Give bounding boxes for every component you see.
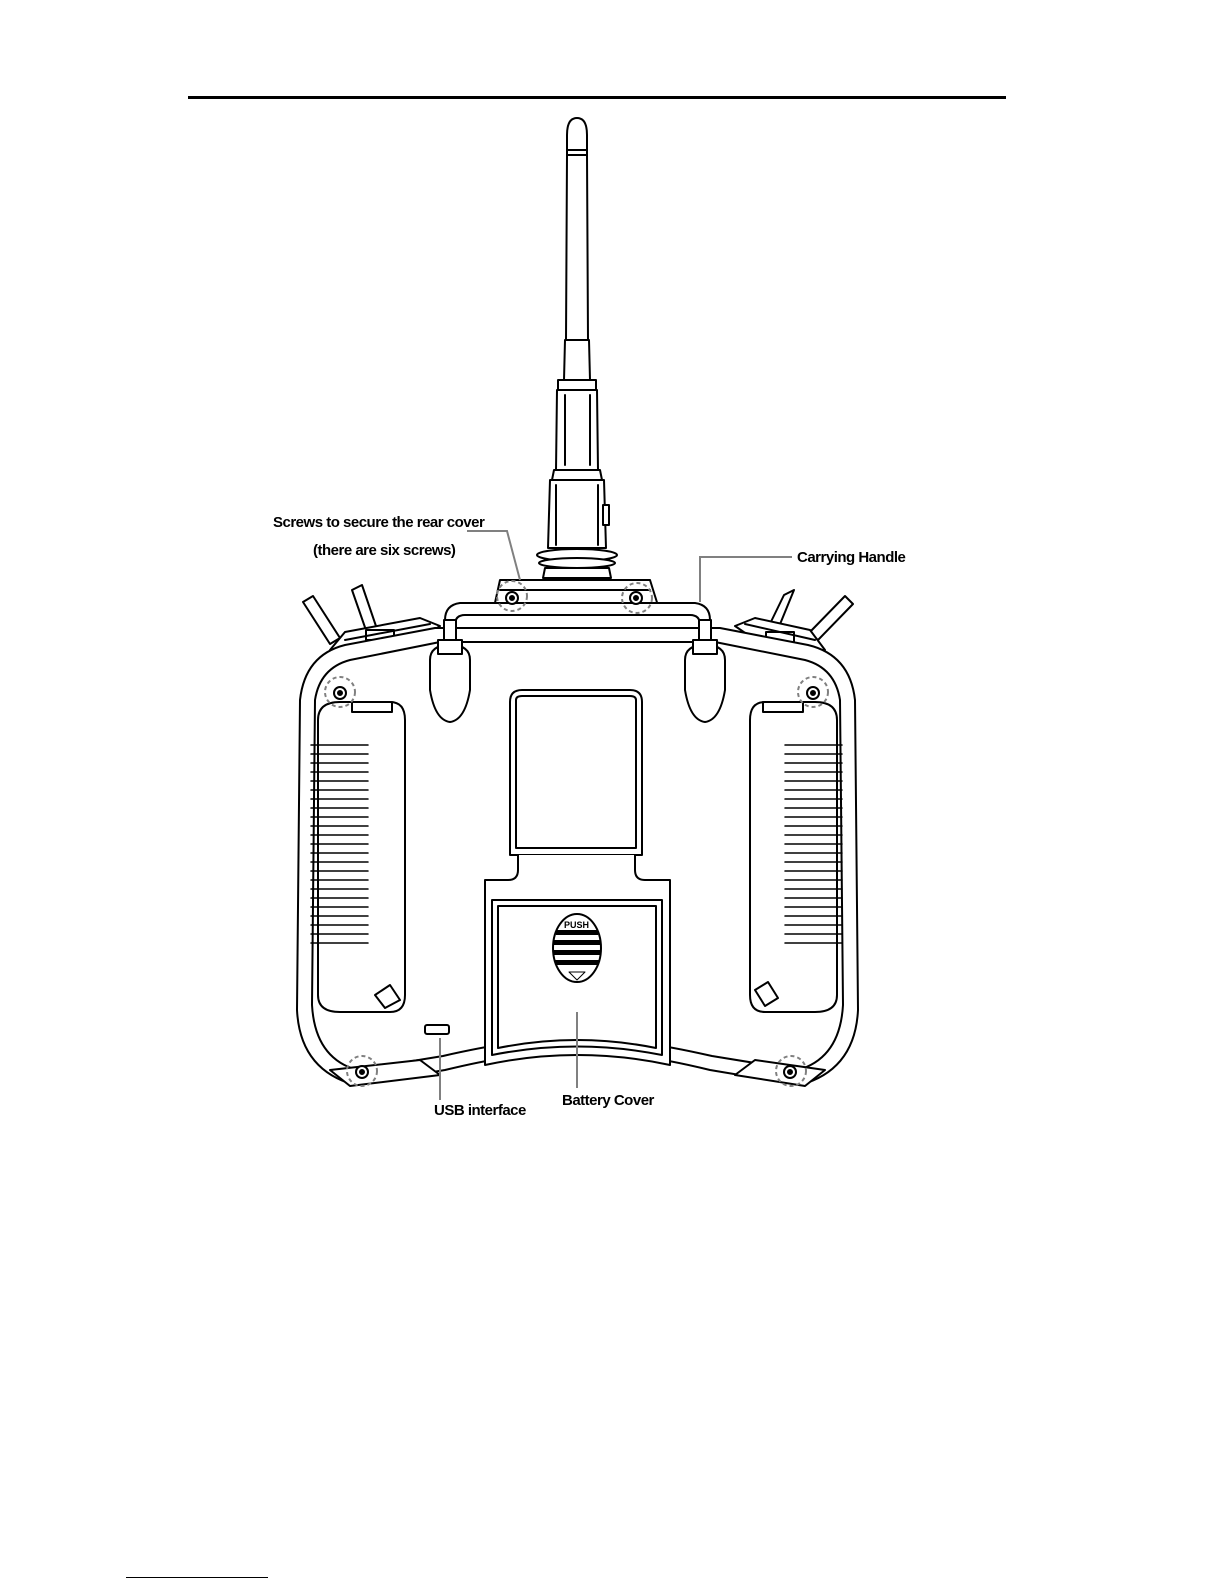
push-text: PUSH — [564, 920, 589, 930]
right-grip — [750, 702, 842, 1012]
label-screws: Screws to secure the rear cover — [273, 514, 485, 531]
antenna — [537, 118, 617, 578]
usb-port — [425, 1025, 449, 1034]
label-battery-cover: Battery Cover — [562, 1092, 655, 1109]
left-grip — [311, 702, 405, 1012]
label-carrying-handle: Carrying Handle — [797, 549, 906, 566]
label-screws-count: (there are six screws) — [313, 542, 456, 559]
label-usb-interface: USB interface — [434, 1102, 526, 1119]
footer-rule — [126, 1577, 268, 1578]
